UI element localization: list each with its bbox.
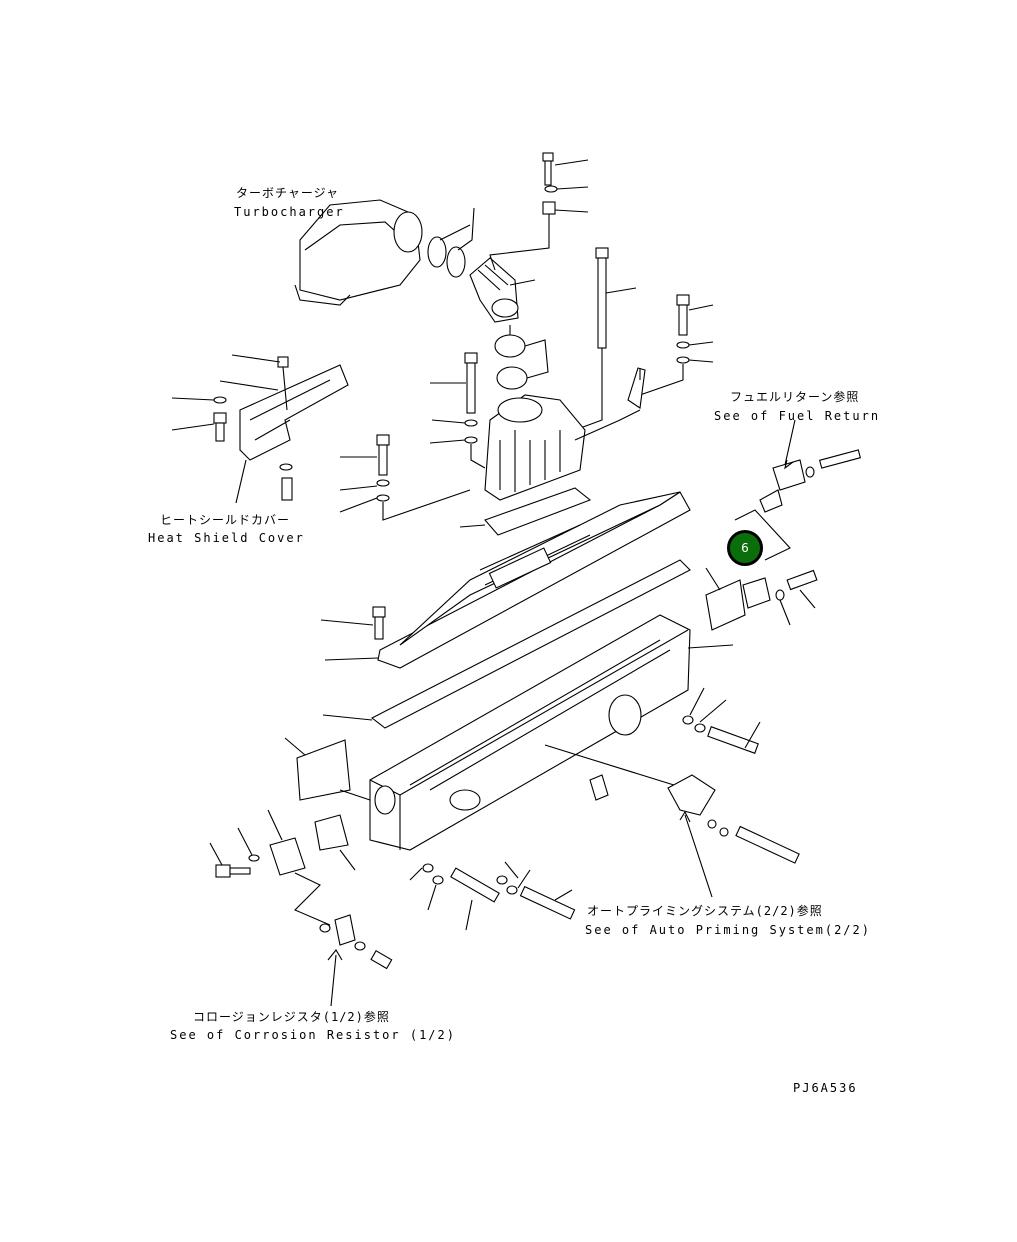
bolt-stack-right xyxy=(639,294,714,396)
washer xyxy=(279,463,293,471)
washer xyxy=(319,923,331,933)
washer xyxy=(422,863,434,873)
washer xyxy=(464,436,478,444)
bolt-head xyxy=(464,352,478,364)
heat-shield-label-jp: ヒートシールドカバー xyxy=(160,513,291,527)
fuel-return-label-en[interactable]: See of Fuel Return xyxy=(714,409,881,423)
bracket xyxy=(772,459,806,491)
o-ring xyxy=(446,246,466,278)
corrosion-label-en[interactable]: See of Corrosion Resistor (1/2) xyxy=(170,1028,456,1042)
turbocharger-drawing xyxy=(294,199,423,306)
washer xyxy=(354,941,366,951)
flange-gasket xyxy=(314,814,349,851)
bolt xyxy=(818,449,862,469)
corrosion-fitting xyxy=(334,914,356,946)
bolt-shank xyxy=(229,867,251,875)
washer xyxy=(707,819,717,829)
heat-shield-cover xyxy=(219,354,349,461)
washer xyxy=(682,715,694,725)
plug xyxy=(589,774,609,801)
callout-number-badge[interactable]: 6 xyxy=(727,530,763,566)
washer xyxy=(376,494,390,502)
washer xyxy=(213,396,227,404)
sensor-plug xyxy=(627,367,646,409)
gasket xyxy=(484,487,592,536)
bolt-stack-top xyxy=(489,152,589,271)
washer xyxy=(432,875,444,885)
washer xyxy=(805,466,815,478)
bolt xyxy=(281,477,293,501)
corrosion-label-jp: コロージョンレジスタ(1/2)参照 xyxy=(193,1010,390,1024)
o-ring xyxy=(496,366,528,390)
turbocharger-label-jp: ターボチャージャ xyxy=(236,186,340,200)
bolt xyxy=(786,569,818,591)
bolt-shank xyxy=(374,616,384,640)
long-bolt xyxy=(574,247,637,431)
bolt xyxy=(519,885,576,920)
drawing-code: PJ6A536 xyxy=(793,1081,858,1095)
cover-plate xyxy=(742,577,771,609)
washer xyxy=(719,827,729,837)
priming-bracket xyxy=(667,774,716,816)
bolt xyxy=(735,825,800,864)
washer xyxy=(376,479,390,487)
intake-connector xyxy=(484,394,641,501)
bolt-shank xyxy=(378,444,388,476)
washer xyxy=(248,854,260,862)
long-gasket xyxy=(370,559,691,729)
sleeve xyxy=(759,489,783,513)
heat-shield-label-en: Heat Shield Cover xyxy=(148,531,305,545)
turbocharger-label-en: Turbocharger xyxy=(234,205,345,219)
bolt-head xyxy=(213,412,227,424)
washer xyxy=(506,885,518,895)
bolt xyxy=(450,867,500,903)
gasket-left xyxy=(296,739,351,801)
bolt-head xyxy=(372,606,386,618)
bolt xyxy=(370,950,393,970)
fuel-return-label-jp: フュエルリターン参照 xyxy=(730,390,860,404)
auto-priming-label-en[interactable]: See of Auto Priming System(2/2) xyxy=(585,923,871,937)
flange xyxy=(269,837,306,876)
washer xyxy=(694,723,706,733)
washer xyxy=(775,589,785,601)
manifold-cover xyxy=(377,491,691,669)
washer xyxy=(464,419,478,427)
o-ring xyxy=(427,236,447,268)
bolt-shank xyxy=(215,422,225,442)
flange-gasket-right xyxy=(705,579,746,631)
bolt-head xyxy=(215,864,231,878)
main-housing xyxy=(369,614,734,851)
o-ring xyxy=(494,334,526,358)
bolt-head xyxy=(376,434,390,446)
washer xyxy=(496,875,508,885)
elbow-connector xyxy=(469,257,519,323)
bolt-shank xyxy=(466,362,476,414)
bolt xyxy=(707,726,759,754)
auto-priming-label-jp: オートプライミングシステム(2/2)参照 xyxy=(587,904,823,918)
